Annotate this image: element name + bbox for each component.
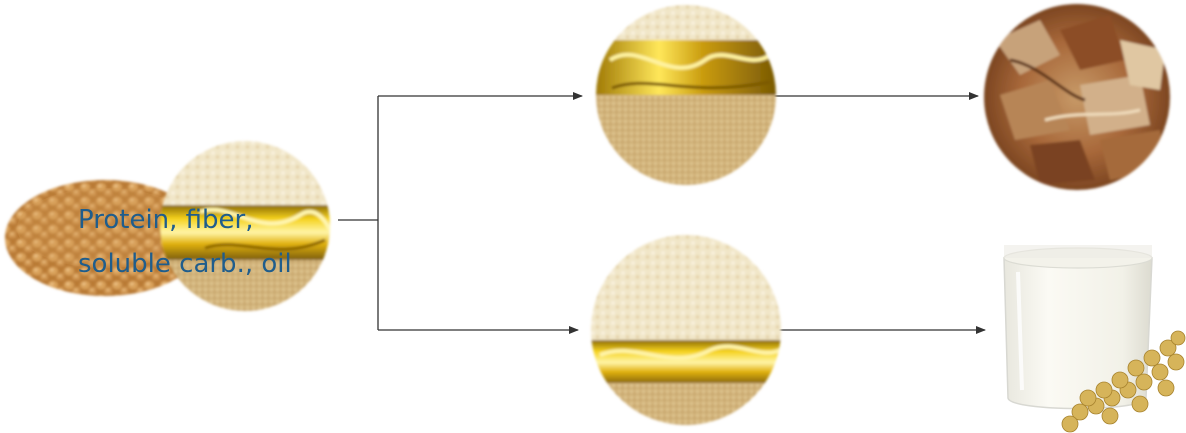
caption-line-1: Protein, fiber, [78, 198, 358, 242]
soy-oil-processing-circle-image [596, 5, 776, 190]
caption-line-2: soluble carb., oil [78, 242, 358, 286]
composition-caption: Protein, fiber, soluble carb., oil [78, 198, 358, 286]
soy-flour-processing-circle-image [591, 235, 781, 428]
fried-soy-product-image [982, 2, 1172, 192]
soy-milk-glass-image [1004, 245, 1185, 432]
